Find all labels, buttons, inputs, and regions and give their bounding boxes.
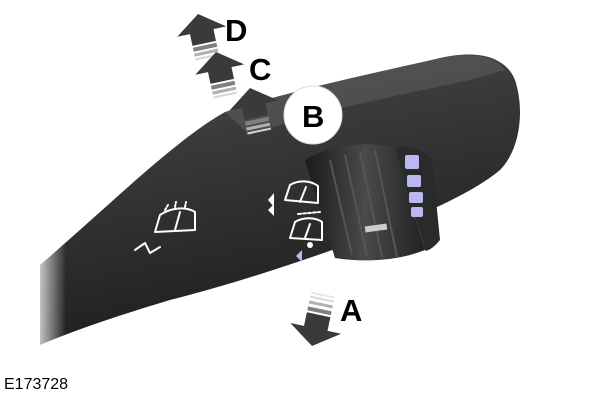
washer-icon: [289, 211, 323, 262]
ring-position-indicator: [405, 155, 423, 217]
rotary-control[interactable]: [305, 144, 440, 261]
label-c: C: [249, 52, 271, 87]
arrow-b: [229, 88, 279, 135]
arrow-down-icon: [290, 291, 342, 346]
label-a: A: [340, 293, 362, 328]
label-d: D: [225, 13, 247, 48]
figure-code: E173728: [4, 376, 68, 393]
arrow-d: [177, 14, 227, 61]
front-wiper-icon: [154, 201, 196, 233]
label-b-circle: [283, 85, 343, 145]
label-b: B: [302, 99, 324, 134]
rear-wiper-icon: [268, 180, 319, 216]
interval-wiper-icon: [134, 242, 161, 254]
ring-ridges: [329, 149, 398, 258]
arrow-c: [195, 52, 245, 99]
arrow-up-icon: [177, 14, 279, 135]
